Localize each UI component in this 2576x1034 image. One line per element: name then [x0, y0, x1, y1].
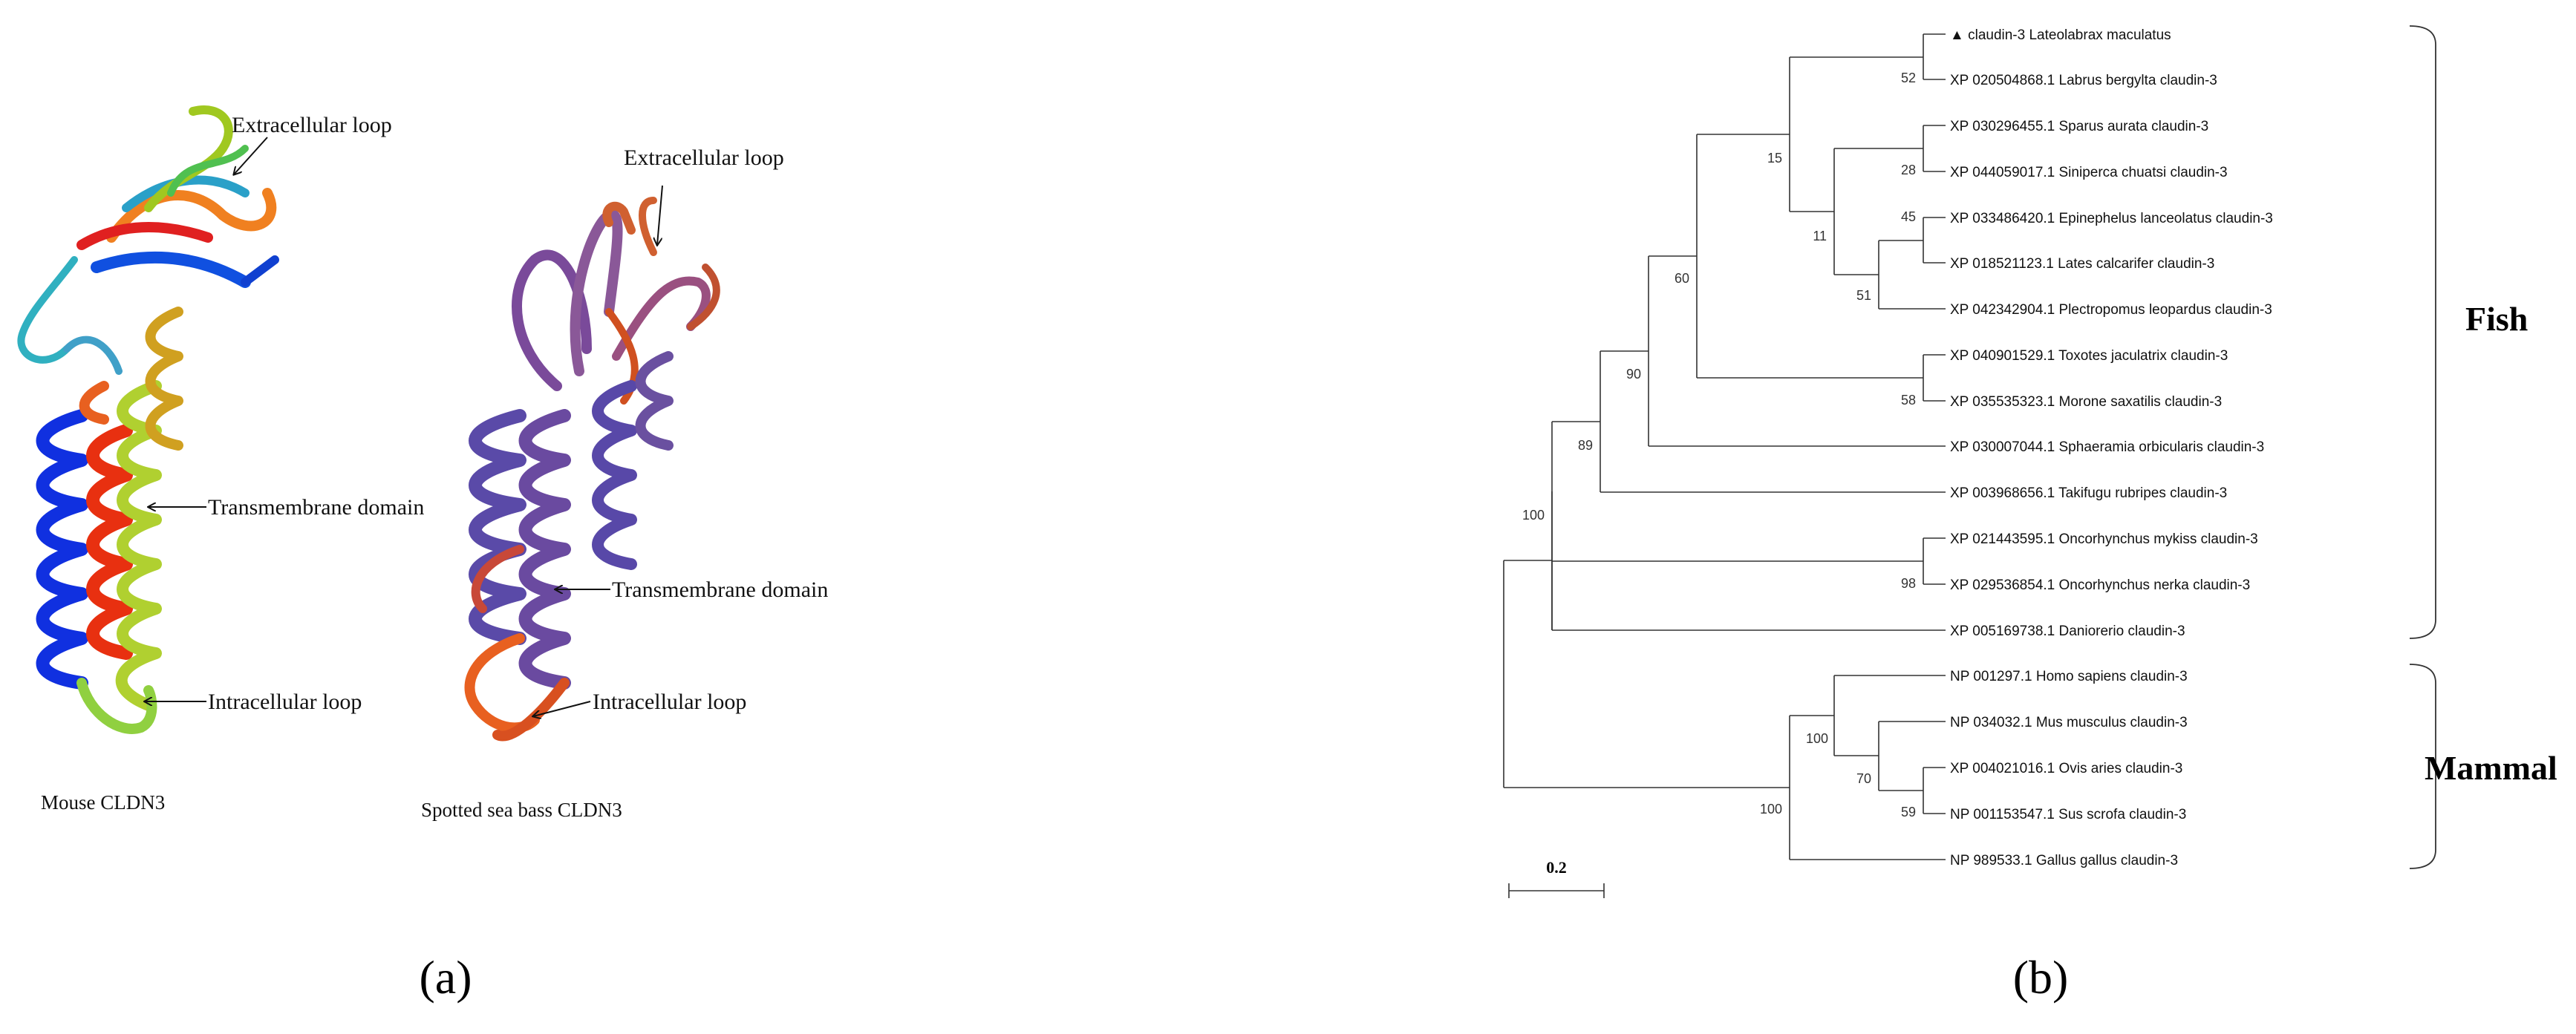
leaf-label: XP 044059017.1 Siniperca chuatsi claudin…	[1950, 165, 2228, 180]
branch-sparus-siniperca	[1923, 125, 1946, 172]
panel-b-label: (b)	[2013, 951, 2069, 1004]
bootstrap-value: 52	[1901, 71, 1916, 85]
leaf-label: XP 030296455.1 Sparus aurata claudin-3	[1950, 119, 2208, 134]
seabass-transmembrane-label: Transmembrane domain	[612, 577, 828, 602]
fish-bracket	[2409, 25, 2436, 639]
seabass-intracellular-arrow	[533, 701, 591, 716]
branch-takifugu-clade	[1600, 350, 1946, 493]
panel-a-label: (a)	[419, 951, 472, 1004]
mouse-extracellular-arrow	[234, 137, 268, 174]
leaf-label: XP 003968656.1 Takifugu rubripes claudin…	[1950, 485, 2227, 501]
mouse-transmembrane-label: Transmembrane domain	[208, 495, 424, 520]
scale-bar: 0.2	[1508, 858, 1605, 898]
leaf-label: NP 001153547.1 Sus scrofa claudin-3	[1950, 807, 2186, 822]
mouse-caption: Mouse CLDN3	[41, 791, 165, 814]
bootstrap-value: 15	[1767, 151, 1782, 166]
leaf-labels: ▲ claudin-3 Lateolabrax maculatus XP 020…	[1950, 27, 2273, 868]
bootstrap-value: 90	[1626, 367, 1641, 382]
bootstrap-value: 98	[1901, 576, 1916, 591]
leaf-label: XP 029536854.1 Oncorhynchus nerka claudi…	[1950, 577, 2250, 593]
mammal-bracket	[2409, 664, 2436, 869]
scale-bar-label: 0.2	[1546, 858, 1567, 877]
triangle-marker-icon: ▲	[1950, 27, 1964, 43]
branch-epinephelus-lates	[1923, 217, 1946, 264]
leaf-label: XP 030007044.1 Sphaeramia orbicularis cl…	[1950, 439, 2264, 455]
fish-group-label: Fish	[2465, 300, 2528, 338]
seabass-extracellular-arrow	[657, 185, 663, 245]
seabass-extracellular-label: Extracellular loop	[624, 145, 784, 170]
tree-branches	[1503, 33, 1946, 860]
leaf-label: XP 042342904.1 Plectropomus leopardus cl…	[1950, 302, 2272, 318]
bootstrap-value: 100	[1806, 731, 1828, 746]
leaf-label: XP 035535323.1 Morone saxatilis claudin-…	[1950, 394, 2222, 410]
bootstrap-value: 100	[1760, 802, 1782, 817]
branch-homo-mus-clade	[1833, 675, 1946, 756]
branch-oncorhynchus	[1923, 537, 1946, 585]
leaf-label: XP 040901529.1 Toxotes jaculatrix claudi…	[1950, 348, 2228, 364]
branch-mus-ovis-sus	[1878, 721, 1946, 791]
mouse-extracellular-label: Extracellular loop	[232, 113, 392, 137]
bootstrap-value: 51	[1856, 288, 1871, 303]
mammal-group-label: Mammal	[2425, 749, 2557, 787]
panel-a-arrows	[145, 137, 663, 716]
branch-fish-inner	[1551, 421, 1923, 562]
bootstrap-value: 100	[1522, 508, 1545, 523]
panel-a: Extracellular loop Transmembrane domain …	[17, 105, 828, 1004]
leaf-label: XP 021443595.1 Oncorhynchus mykiss claud…	[1950, 531, 2258, 547]
panel-b: 0.2 ▲ claudin-3 Lateolabrax maculatus XP…	[1503, 25, 2557, 1004]
scale-bar-line	[1508, 883, 1605, 898]
bootstrap-value: 58	[1901, 393, 1916, 408]
bootstrap-value: 70	[1856, 771, 1871, 786]
bootstrap-value: 11	[1813, 229, 1827, 243]
group-brackets	[2409, 25, 2436, 869]
leaf-label: XP 004021016.1 Ovis aries claudin-3	[1950, 761, 2182, 776]
mouse-intracellular-label: Intracellular loop	[208, 690, 362, 714]
bootstrap-value: 60	[1675, 271, 1689, 286]
bootstrap-values: 52 28 45 51 11 15 58 60 90 89 98 100 100…	[1522, 71, 1916, 819]
branch-root	[1503, 560, 1790, 788]
branch-plectropomus-clade	[1878, 240, 1946, 310]
leaf-label: XP 020504868.1 Labrus bergylta claudin-3	[1950, 73, 2217, 88]
bootstrap-value: 59	[1901, 805, 1916, 819]
seabass-intracellular-label: Intracellular loop	[593, 690, 746, 714]
leaf-label: XP 005169738.1 Daniorerio claudin-3	[1950, 624, 2185, 639]
bootstrap-value: 28	[1901, 163, 1916, 177]
mouse-cldn3-structure	[17, 105, 279, 734]
seabass-cldn3-structure	[464, 197, 720, 742]
leaf-label: XP 018521123.1 Lates calcarifer claudin-…	[1950, 256, 2214, 272]
branch-percomorph-60	[1696, 134, 1923, 379]
leaf-label: NP 001297.1 Homo sapiens claudin-3	[1950, 669, 2188, 684]
branch-lateolabrax-labrus	[1923, 33, 1946, 80]
branch-ovis-sus	[1923, 767, 1946, 814]
seabass-caption: Spotted sea bass CLDN3	[421, 799, 622, 821]
leaf-label: XP 033486420.1 Epinephelus lanceolatus c…	[1950, 211, 2273, 226]
bootstrap-value: 89	[1578, 438, 1593, 453]
leaf-label: NP 989533.1 Gallus gallus claudin-3	[1950, 853, 2178, 868]
leaf-label: ▲ claudin-3 Lateolabrax maculatus	[1950, 27, 2171, 43]
branch-sphaeramia-clade	[1648, 255, 1946, 447]
bootstrap-value: 45	[1901, 209, 1916, 224]
leaf-label: NP 034032.1 Mus musculus claudin-3	[1950, 715, 2188, 730]
branch-toxotes-morone	[1923, 354, 1946, 402]
